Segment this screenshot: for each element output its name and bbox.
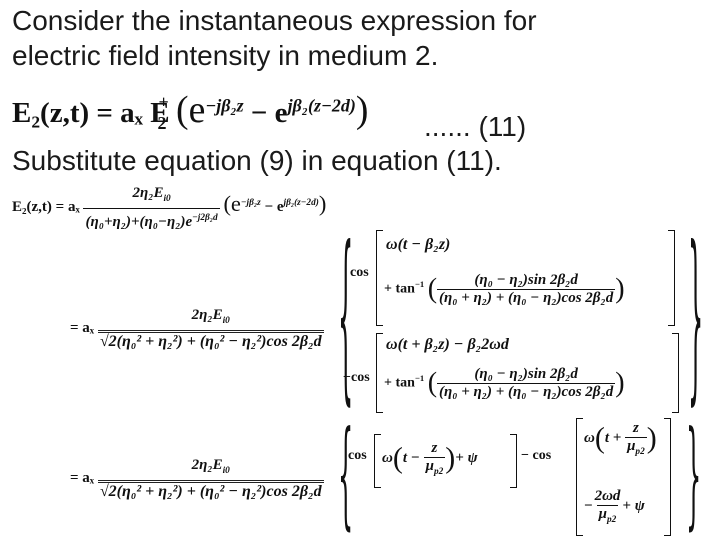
eqC-fraction: 2η₂Ei0 √2(η₀² + η₂²) + (η₀² − η₂²)cos 2β… bbox=[97, 457, 324, 500]
eqB-bracket2-right bbox=[672, 333, 679, 413]
eqA-close: ) bbox=[318, 190, 327, 216]
eqA-exp1: −jβ₂z bbox=[240, 197, 261, 208]
equation-cos-form: = aₓ 2η₂Ei0 √2(η₀² + η₂²) + (η₀² − η₂²)c… bbox=[70, 306, 324, 351]
eqA-den: (η₀+η₂)+(η₀−η₂)e−j2β₂d bbox=[83, 208, 220, 231]
eqC-cos2: − cos bbox=[521, 448, 552, 463]
eqA-open: (e bbox=[223, 190, 241, 216]
eqB-left-brace: { bbox=[338, 212, 354, 424]
eq11-exp2: jβ₂(z−2d) bbox=[287, 95, 356, 116]
equation-final: = aₓ 2η₂Ei0 √2(η₀² + η₂²) + (η₀² − η₂²)c… bbox=[70, 456, 324, 501]
eqB-top-tan: + tan−1 ((η₀ − η₂)sin 2β₂d(η₀ + η₂) + (η… bbox=[384, 272, 625, 306]
eqB-cos2: −cos bbox=[343, 370, 370, 385]
eqB-bracket-right bbox=[668, 230, 675, 326]
equation-11: E₂(z,t) = aₓ E2+ (e−jβ₂z − ejβ₂(z−2d)) bbox=[12, 80, 368, 145]
eq11-lhs: E₂(z,t) = aₓ E bbox=[12, 97, 170, 129]
eqA-fraction: 2η₂Ei0 (η₀+η₂)+(η₀−η₂)e−j2β₂d bbox=[83, 184, 220, 231]
eqC-bracket1-left bbox=[374, 434, 381, 488]
equation-number: ...... (11) bbox=[424, 111, 527, 142]
eqA-num: 2η₂Ei0 bbox=[132, 185, 171, 204]
eq11-open: (e bbox=[176, 89, 206, 131]
eqB-cos1: cos bbox=[350, 265, 369, 280]
eq11-sup: + bbox=[158, 92, 169, 112]
eqB-ax: = aₓ bbox=[70, 319, 95, 336]
eq11-sub: 2 bbox=[157, 112, 167, 133]
eqB-fraction: 2η₂Ei0 √2(η₀² + η₂²) + (η₀² − η₂²)cos 2β… bbox=[97, 307, 324, 350]
instruction-line: Substitute equation (9) in equation (11)… bbox=[12, 145, 502, 176]
intro-line-1: Consider the instantaneous expression fo… bbox=[12, 5, 537, 36]
eqC-cos1: cos bbox=[348, 448, 367, 463]
eqB-bot-line1: ω(t + β₂z) − β₂2ωd bbox=[386, 336, 509, 353]
eq11-exp1: −jβ₂z bbox=[205, 95, 244, 116]
eq11-close: ) bbox=[355, 89, 369, 131]
eqB-bot-tan: + tan−1 ((η₀ − η₂)sin 2β₂d(η₀ + η₂) + (η… bbox=[384, 366, 625, 400]
eqA-lhs: E₂(z,t) = aₓ bbox=[12, 198, 80, 215]
eq11-minus: − e bbox=[243, 97, 288, 129]
intro-line-2: electric field intensity in medium 2. bbox=[12, 40, 439, 71]
eqC-right-brace: } bbox=[686, 409, 701, 543]
eqB-top-line1: ω(t − β₂z) bbox=[386, 236, 451, 253]
eqB-bracket-left bbox=[376, 230, 383, 326]
equation-substituted: E₂(z,t) = aₓ 2η₂Ei0 (η₀+η₂)+(η₀−η₂)e−j2β… bbox=[12, 184, 326, 231]
eqA-exp2: jβ₂(z−2d) bbox=[283, 197, 319, 208]
eqC-bracket2-right bbox=[664, 418, 671, 536]
eqC-bracket2-left bbox=[576, 418, 583, 536]
eqB-bracket2-left bbox=[376, 333, 383, 413]
eqC-left-brace: { bbox=[338, 409, 354, 543]
eqC-ax: = aₓ bbox=[70, 469, 95, 486]
eqC-bracket1-right bbox=[510, 434, 517, 488]
eqB-right-brace: } bbox=[688, 226, 701, 410]
eqA-minus: − e bbox=[260, 198, 284, 215]
